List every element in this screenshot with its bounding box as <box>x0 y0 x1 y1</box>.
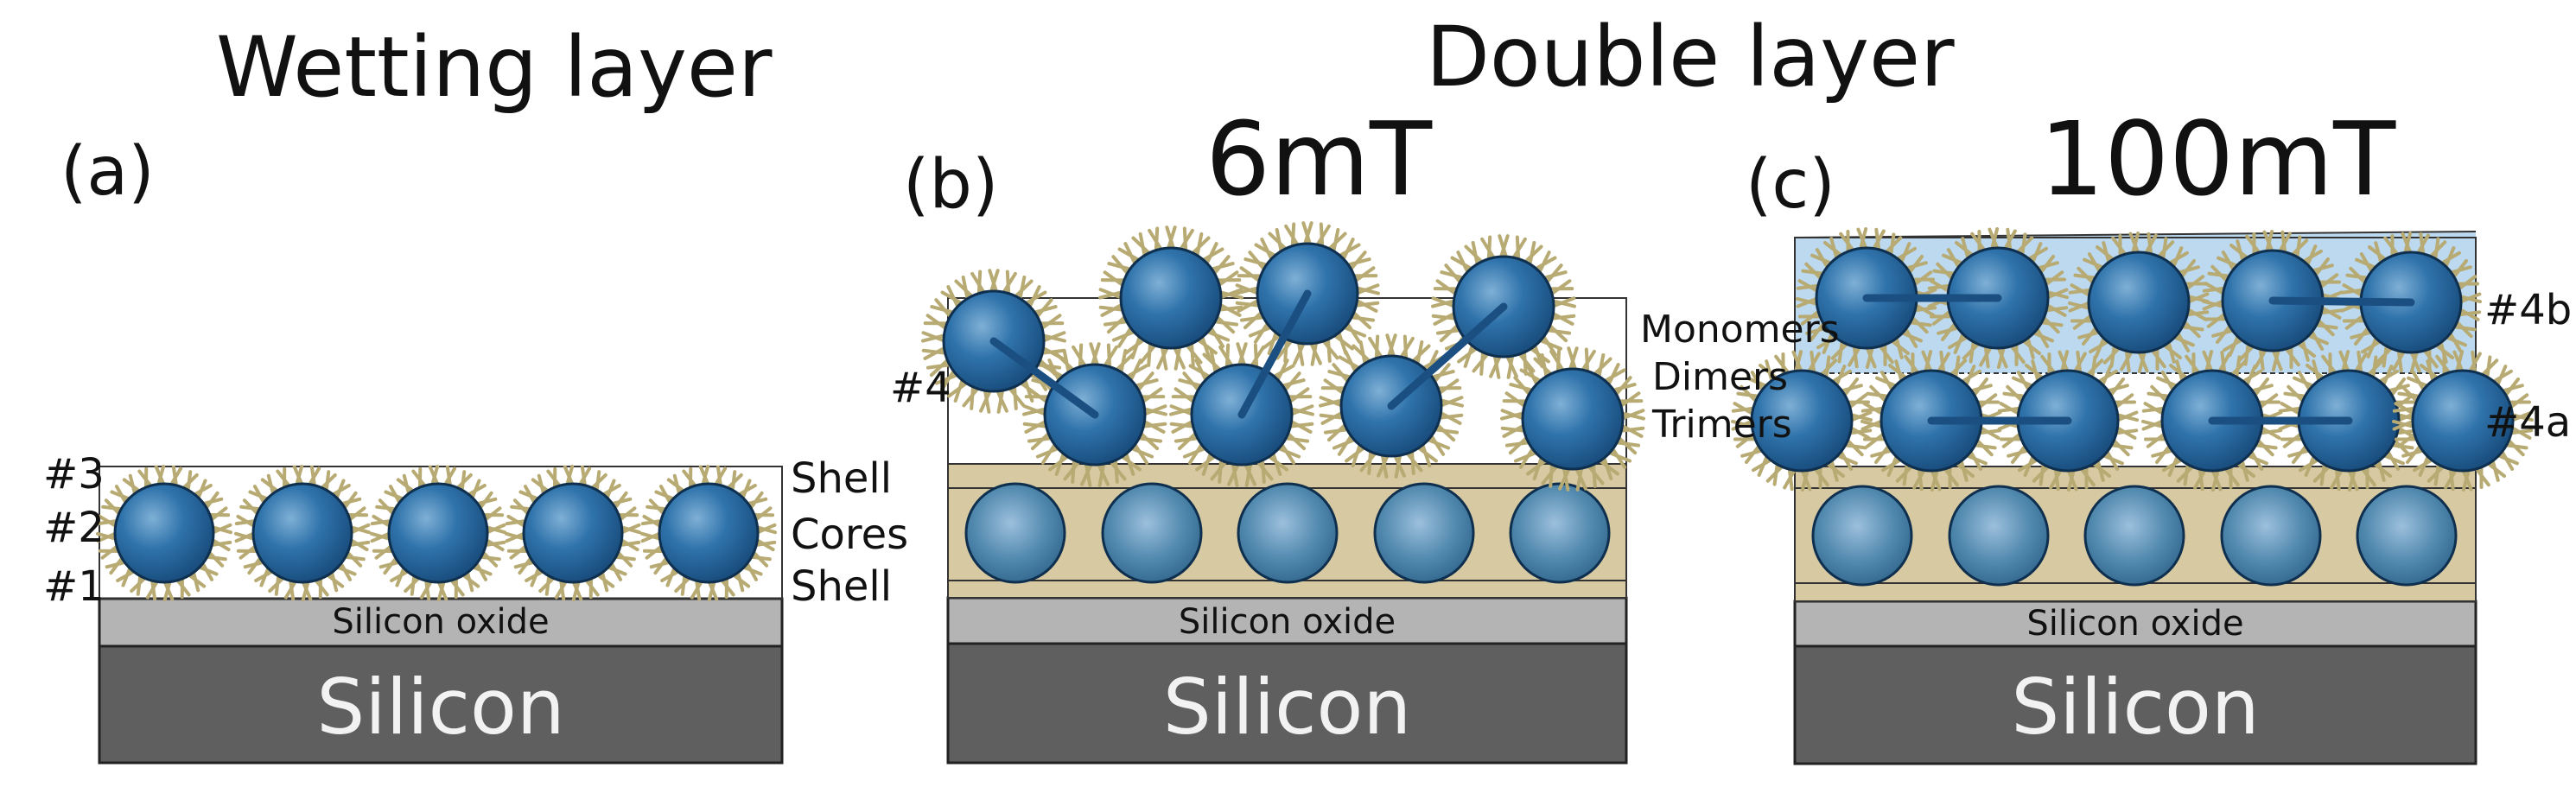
panel-c <box>1731 227 2534 765</box>
nanoparticle-core <box>1373 482 1475 584</box>
upper-layer-particles <box>921 221 1645 492</box>
nanoparticle-core <box>2087 251 2191 354</box>
particle-chain-link <box>1387 302 1508 410</box>
ligand-shell <box>370 465 506 601</box>
nanoparticle-core <box>658 482 760 584</box>
cores-label: Cores <box>791 511 909 559</box>
particle-chain-link <box>1237 289 1312 419</box>
nanoparticle-core <box>251 482 353 584</box>
wetting-layer-title: Wetting layer <box>216 19 773 116</box>
nanoparticle-core <box>113 482 215 584</box>
ligand-shell <box>1431 234 1576 379</box>
trimers-label: Trimers <box>1652 403 1792 447</box>
panel-b <box>921 221 1645 765</box>
silicon-oxide-layer <box>98 597 784 648</box>
nanoparticle-core <box>964 482 1066 584</box>
nanoparticle-core <box>2083 485 2185 587</box>
lower-layer-particles <box>1811 485 2458 587</box>
shell-bottom-label: Shell <box>791 562 893 611</box>
silicon-oxide-label-a: Silicon oxide <box>332 602 550 642</box>
silicon-oxide-layer <box>946 596 1628 645</box>
nanoparticle-core <box>1119 246 1223 350</box>
ligand-shell <box>2068 232 2210 373</box>
silicon-label-a: Silicon <box>316 663 565 752</box>
shell-top-label: Shell <box>791 454 893 503</box>
position-2-label: #2 <box>43 504 105 552</box>
nanoparticle-core <box>1948 485 2050 587</box>
nanoparticle-core <box>1509 482 1611 584</box>
position-4-label: #4 <box>890 364 951 412</box>
ligand-shell <box>2392 350 2534 492</box>
ligand-shell <box>2202 230 2344 371</box>
ligand-shell <box>640 465 777 601</box>
panel-b-field: 6mT <box>1205 99 1433 219</box>
ligand-shell <box>1319 333 1464 479</box>
monomers-label: Monomers <box>1640 308 1840 352</box>
dimers-label: Dimers <box>1652 355 1789 399</box>
nanoparticle-core <box>2411 369 2515 473</box>
silicon-substrate <box>1793 644 2477 765</box>
nanoparticle-core <box>387 482 489 584</box>
ligand-shell <box>1098 225 1243 371</box>
ligand-shell <box>505 465 641 601</box>
ligand-shell <box>96 465 232 601</box>
ligand-shell <box>234 465 371 601</box>
lower-layer-particles <box>964 482 1611 584</box>
silicon-substrate <box>946 642 1628 765</box>
ligand-shell <box>2340 232 2482 373</box>
nanoparticle-core <box>1521 367 1625 471</box>
panel-c-field: 100mT <box>2039 99 2396 219</box>
wetting-layer-particles <box>96 465 777 601</box>
ligand-shell <box>1169 342 1314 487</box>
ligand-shell <box>1731 350 1873 492</box>
position-3-label: #3 <box>43 450 105 498</box>
ligand-shell <box>1796 227 1937 369</box>
particle-chain-link <box>2268 296 2415 307</box>
position-1-label: #1 <box>43 562 105 611</box>
nanoparticle-core <box>2220 485 2322 587</box>
double-layer-title: Double layer <box>1426 9 1955 105</box>
nanoparticle-core <box>522 482 624 584</box>
layer-4a-particles <box>1731 350 2534 492</box>
ligand-shell <box>1997 350 2139 492</box>
silicon-label-c: Silicon <box>2011 663 2260 752</box>
silicon-oxide-label-c: Silicon oxide <box>2026 604 2244 644</box>
ligand-shell <box>1500 346 1645 492</box>
nanoparticle-core <box>2356 485 2458 587</box>
position-4b-label: #4b <box>2484 286 2573 334</box>
ligand-shell <box>1927 227 2069 369</box>
ligand-shell <box>1860 350 2002 492</box>
nanoparticle-core <box>1101 482 1203 584</box>
nanoparticle-core <box>1750 369 1854 473</box>
silicon-substrate <box>98 644 784 765</box>
panel-c-label: (c) <box>1746 146 1835 224</box>
layer-4b-particles <box>1796 227 2482 373</box>
ligand-shell <box>2278 350 2420 492</box>
particle-chain-link <box>989 337 1099 419</box>
nanoparticle-core <box>1237 482 1339 584</box>
position-4a-label: #4a <box>2484 398 2572 447</box>
silicon-oxide-label-b: Silicon oxide <box>1178 602 1396 642</box>
silicon-label-b: Silicon <box>1162 663 1412 752</box>
ligand-shell <box>1022 342 1167 487</box>
ligand-shell <box>1235 221 1380 366</box>
ligand-shell <box>2141 350 2283 492</box>
nanoparticle-core <box>1811 485 1913 587</box>
panel-b-label: (b) <box>903 146 999 224</box>
panel-a-label: (a) <box>60 133 155 211</box>
panel-a <box>96 465 784 765</box>
